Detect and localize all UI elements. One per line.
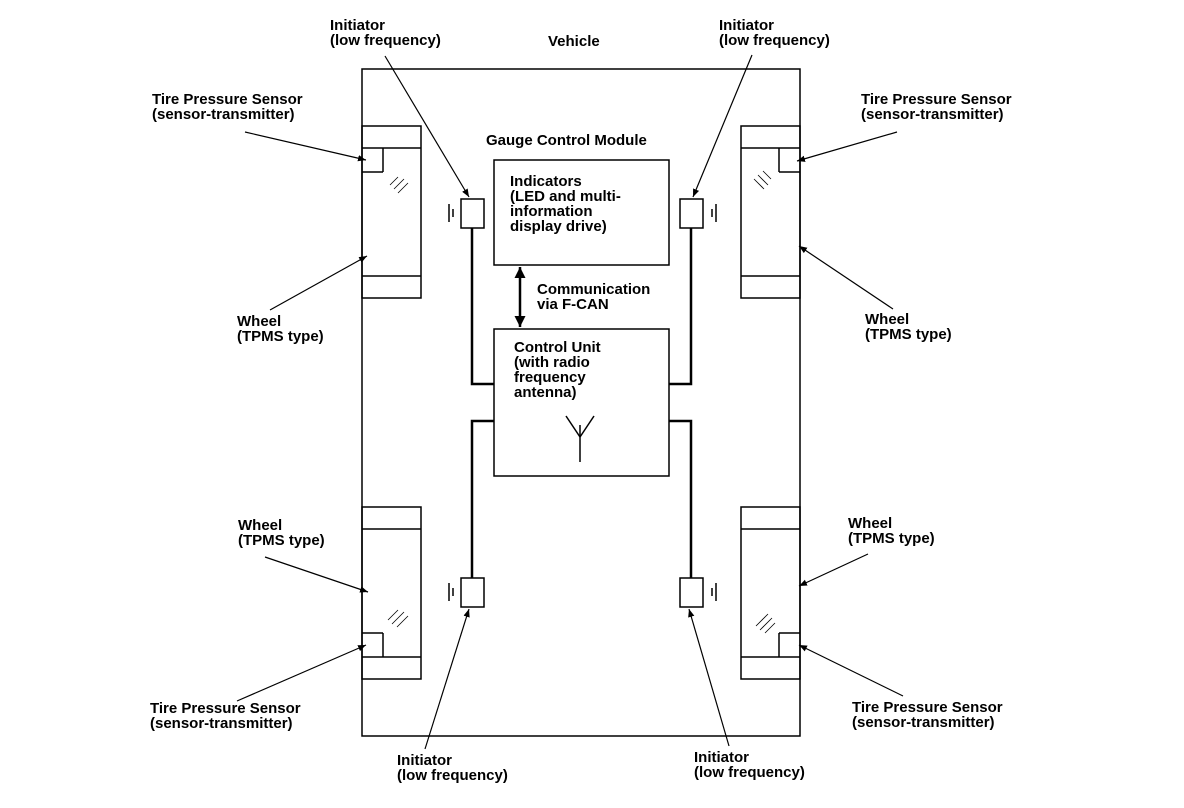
- wheel-front-right-leader: [798, 245, 894, 310]
- tire-pressure-sensor-label-line: (sensor-transmitter): [150, 715, 293, 732]
- wheel-label-line: Wheel: [865, 311, 910, 328]
- vehicle-label: Vehicle: [548, 33, 600, 50]
- indicators-label-line: display drive): [510, 218, 607, 235]
- initiator-label-line: Initiator: [397, 752, 452, 769]
- sensor-rear-left-leader: [236, 644, 367, 702]
- initiator-rear-left-label: Initiator (low frequency): [397, 753, 508, 783]
- initiator-front-left: [448, 198, 485, 229]
- initiator-label-line: Initiator: [694, 749, 749, 766]
- tire-pressure-sensor-label-line: Tire Pressure Sensor: [852, 699, 1003, 716]
- control-unit-label-line: antenna): [514, 384, 577, 401]
- wheel-rear-left-label: Wheel (TPMS type): [238, 518, 325, 548]
- initiator-front-left-label: Initiator (low frequency): [330, 18, 441, 48]
- indicators-label-line: information: [510, 203, 593, 220]
- wheel-label-line: Wheel: [237, 313, 282, 330]
- communication-label-line: Communication: [537, 281, 651, 298]
- initiator-label-line: Initiator: [719, 17, 774, 34]
- wheel-front-left-label: Wheel (TPMS type): [237, 314, 324, 344]
- initiator-rear-left: [448, 577, 485, 608]
- wheel-rear-right-leader: [798, 553, 869, 587]
- control-unit-label-line: Control Unit: [514, 339, 601, 356]
- control-unit-label: Control Unit (with radio frequency anten…: [514, 340, 601, 400]
- wheel-label-line: (TPMS type): [238, 532, 325, 549]
- indicators-box: [493, 159, 670, 266]
- wheel-label-line: Wheel: [848, 515, 893, 532]
- wheel-front-left: [361, 125, 422, 299]
- communication-label-line: via F-CAN: [537, 296, 609, 313]
- tire-pressure-sensor-rear-right-label: Tire Pressure Sensor (sensor-transmitter…: [852, 700, 1003, 730]
- communication-label: Communication via F-CAN: [537, 282, 650, 312]
- tire-pressure-sensor-rear-left-label: Tire Pressure Sensor (sensor-transmitter…: [150, 701, 301, 731]
- antenna-icon: [565, 415, 595, 462]
- wheel-label-line: (TPMS type): [848, 530, 935, 547]
- wheel-label-line: Wheel: [238, 517, 283, 534]
- initiator-rear-right: [679, 577, 717, 608]
- wheel-front-right-label: Wheel (TPMS type): [865, 312, 952, 342]
- initiator-front-right-leader: [692, 54, 753, 198]
- indicators-label-line: Indicators: [510, 173, 582, 190]
- wheel-front-right: [740, 125, 801, 299]
- tire-pressure-sensor-label-line: Tire Pressure Sensor: [152, 91, 303, 108]
- initiator-wiring: [470, 228, 693, 578]
- control-unit-label-line: (with radio: [514, 354, 590, 371]
- initiator-rear-right-leader: [688, 608, 730, 747]
- initiator-label-line: (low frequency): [397, 767, 508, 784]
- tire-pressure-sensor-label-line: (sensor-transmitter): [861, 106, 1004, 123]
- wheel-rear-left: [361, 506, 422, 680]
- sensor-rear-right-leader: [798, 644, 904, 697]
- tire-pressure-sensor-label-line: (sensor-transmitter): [852, 714, 995, 731]
- wheel-label-line: (TPMS type): [237, 328, 324, 345]
- tire-pressure-sensor-front-right-label: Tire Pressure Sensor (sensor-transmitter…: [861, 92, 1012, 122]
- initiator-front-right-label: Initiator (low frequency): [719, 18, 830, 48]
- initiator-label-line: (low frequency): [719, 32, 830, 49]
- initiator-rear-left-leader: [424, 608, 470, 750]
- initiator-label-line: (low frequency): [694, 764, 805, 781]
- tire-pressure-sensor-label-line: Tire Pressure Sensor: [150, 700, 301, 717]
- sensor-front-right-leader: [796, 131, 898, 162]
- initiator-label-line: Initiator: [330, 17, 385, 34]
- control-unit-label-line: frequency: [514, 369, 586, 386]
- tire-pressure-sensor-label-line: Tire Pressure Sensor: [861, 91, 1012, 108]
- vehicle-body-outline: [361, 68, 801, 737]
- wheel-label-line: (TPMS type): [865, 326, 952, 343]
- gauge-control-module-title: Gauge Control Module: [486, 132, 647, 149]
- initiator-front-right: [679, 198, 717, 229]
- initiator-label-line: (low frequency): [330, 32, 441, 49]
- tire-pressure-sensor-front-left-label: Tire Pressure Sensor (sensor-transmitter…: [152, 92, 303, 122]
- indicators-label-line: (LED and multi-: [510, 188, 621, 205]
- initiator-rear-right-label: Initiator (low frequency): [694, 750, 805, 780]
- tire-pressure-sensor-label-line: (sensor-transmitter): [152, 106, 295, 123]
- wheel-rear-left-leader: [264, 556, 369, 593]
- control-unit-box: [493, 328, 670, 477]
- indicators-label: Indicators (LED and multi- information d…: [510, 174, 621, 234]
- wheel-rear-right: [740, 506, 801, 680]
- wheel-front-left-leader: [269, 255, 368, 311]
- wheel-rear-right-label: Wheel (TPMS type): [848, 516, 935, 546]
- sensor-front-left-leader: [244, 131, 367, 162]
- initiator-front-left-leader: [384, 55, 470, 198]
